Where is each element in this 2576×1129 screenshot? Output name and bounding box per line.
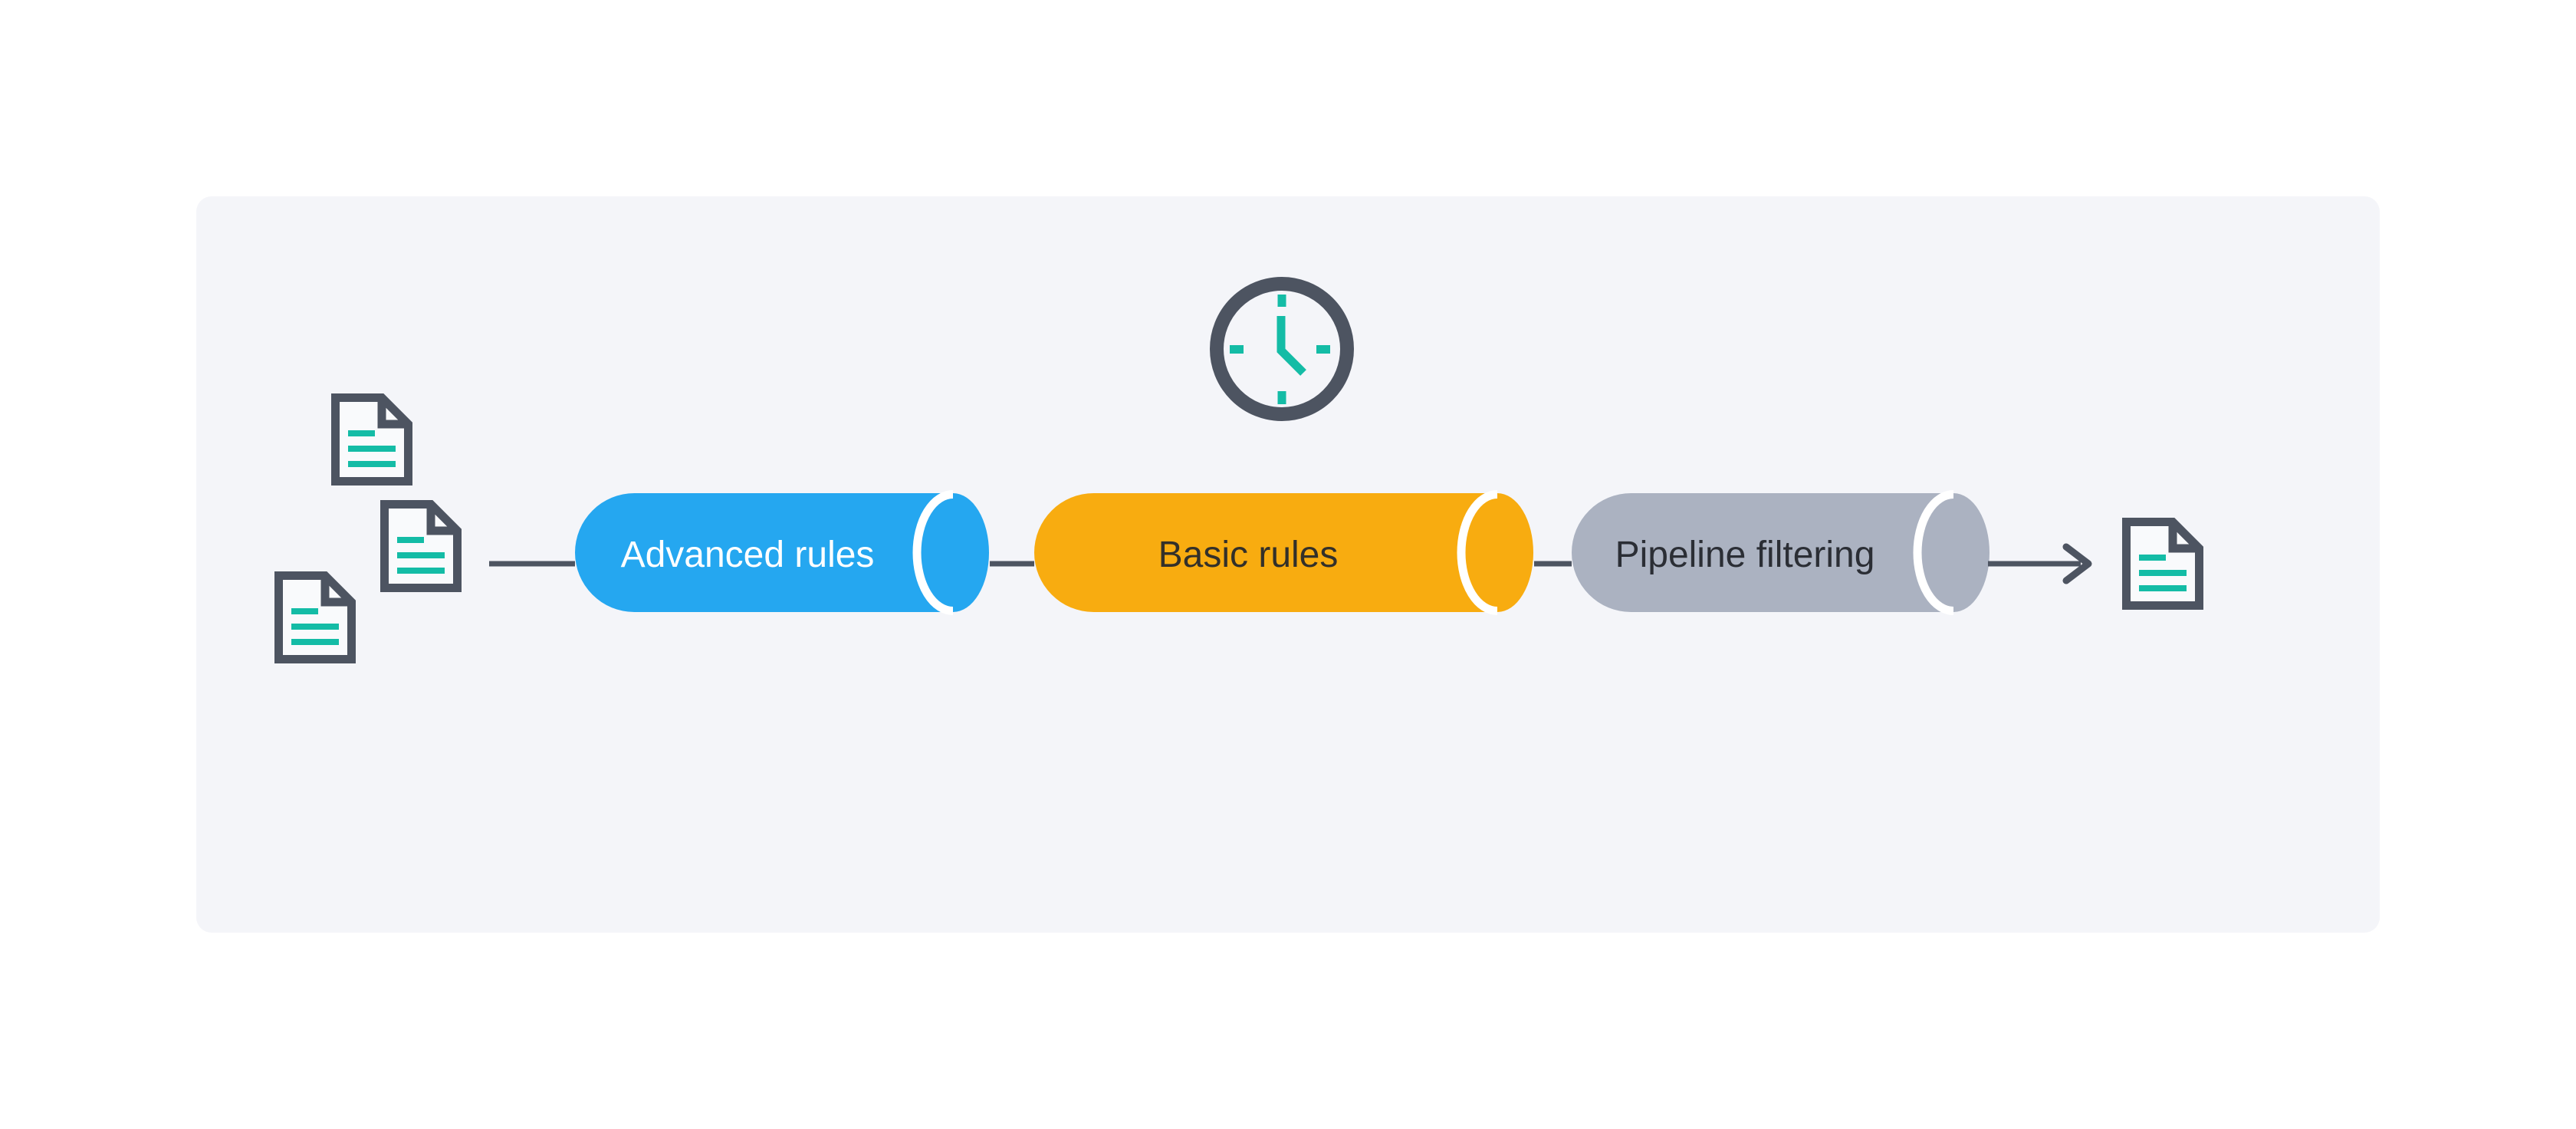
cylinder-body bbox=[1034, 493, 1497, 612]
stage-label: Basic rules bbox=[1158, 535, 1339, 575]
stage-label: Advanced rules bbox=[621, 535, 875, 575]
stage-label: Pipeline filtering bbox=[1615, 535, 1875, 575]
document-icon bbox=[279, 576, 352, 660]
clock-icon bbox=[1210, 277, 1354, 421]
stage-pipeline-filtering: Pipeline filtering bbox=[1572, 490, 1990, 615]
document-icon bbox=[336, 398, 409, 482]
cap-separator-arc bbox=[1457, 490, 1498, 615]
document-icon bbox=[2127, 522, 2200, 606]
cylinder-cap bbox=[1917, 493, 1990, 612]
document-icon bbox=[385, 505, 458, 588]
stage-basic-rules: Basic rules bbox=[1034, 490, 1533, 615]
cap-separator-arc bbox=[912, 490, 954, 615]
cylinder-body bbox=[1572, 493, 1953, 612]
cap-separator-arc bbox=[1913, 490, 1954, 615]
stage-advanced-rules: Advanced rules bbox=[575, 490, 989, 615]
arrow-right-icon bbox=[1988, 543, 2092, 584]
cylinder-cap bbox=[917, 493, 989, 612]
cylinder-cap bbox=[1461, 493, 1533, 612]
cylinder-body bbox=[575, 493, 953, 612]
